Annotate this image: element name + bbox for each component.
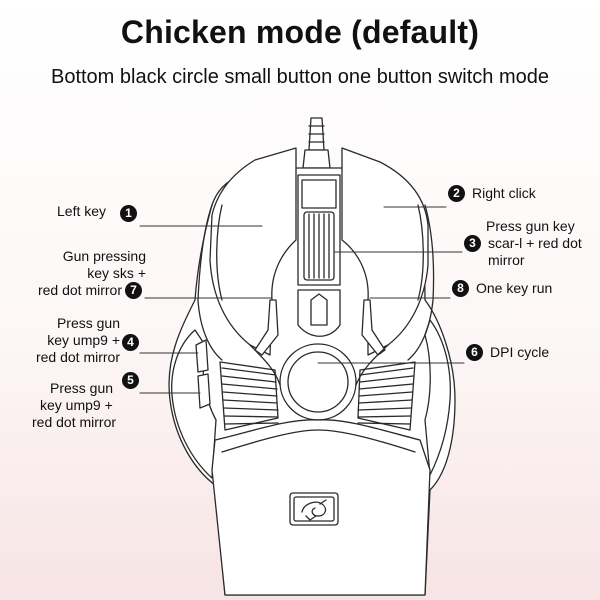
callout-7-badge: 7 — [125, 282, 142, 299]
callout-3-line2: scar-l + red dot — [488, 235, 582, 251]
callout-8-badge: 8 — [452, 280, 469, 297]
callout-4-line2: key ump9 + — [47, 332, 120, 348]
callout-5-label: Press gun — [50, 380, 150, 397]
left-vent-grille — [219, 361, 279, 431]
callout-5-line3: red dot mirror — [32, 414, 117, 430]
dpi-circle-button[interactable] — [279, 343, 357, 421]
callout-5-line2: key ump9 + — [40, 397, 113, 413]
callout-2-label: Right click — [472, 185, 536, 202]
callout-4-line1: Press gun — [56, 315, 120, 331]
callout-3-label: Press gun key — [486, 218, 575, 235]
callout-6-badge: 6 — [466, 344, 483, 361]
callout-8-text: One key run — [476, 280, 553, 296]
callout-1-text: Left key — [57, 203, 107, 219]
callout-6-label: DPI cycle — [490, 344, 549, 361]
callout-5-line1: Press gun — [50, 380, 114, 396]
callout-3-line1: Press gun key — [486, 218, 575, 234]
page-subtitle: Bottom black circle small button one but… — [50, 66, 550, 88]
callout-7-line3: red dot mirror — [37, 282, 122, 298]
callout-7-line1: Gun pressing — [62, 248, 146, 264]
dragon-logo-icon — [289, 492, 339, 526]
callout-4-badge: 4 — [122, 334, 139, 351]
scroll-wheel[interactable] — [303, 211, 335, 281]
button-7[interactable] — [254, 299, 279, 356]
callout-1-label: Left key — [57, 203, 106, 220]
callout-3-label-rest: scar-l + red dot mirror — [488, 235, 582, 269]
callout-3-badge: 3 — [464, 235, 481, 252]
side-button-4[interactable] — [195, 339, 209, 373]
callout-7-line2: key sks + — [87, 265, 146, 281]
callout-2-badge: 2 — [448, 185, 465, 202]
center-shield-button[interactable] — [297, 289, 341, 337]
callout-7-label: Gun pressing key sks + red dot mirror — [20, 248, 146, 299]
page-title: Chicken mode (default) — [120, 14, 480, 50]
callout-1-badge: 1 — [120, 205, 137, 222]
side-button-5[interactable] — [197, 373, 211, 409]
callout-8-label: One key run — [476, 280, 552, 297]
mouse-cable — [302, 117, 331, 169]
callout-6-text: DPI cycle — [490, 344, 550, 360]
callout-3-line3: mirror — [488, 252, 525, 268]
left-key[interactable] — [209, 147, 297, 356]
callout-4-label: Press gun key ump9 + red dot mirror — [10, 315, 120, 366]
callout-5-label-rest: key ump9 + red dot mirror — [32, 397, 150, 431]
callout-2-text: Right click — [472, 185, 536, 201]
callout-5-badge: 5 — [122, 372, 139, 389]
callout-4-line3: red dot mirror — [35, 349, 120, 365]
right-vent-grille — [357, 361, 416, 431]
